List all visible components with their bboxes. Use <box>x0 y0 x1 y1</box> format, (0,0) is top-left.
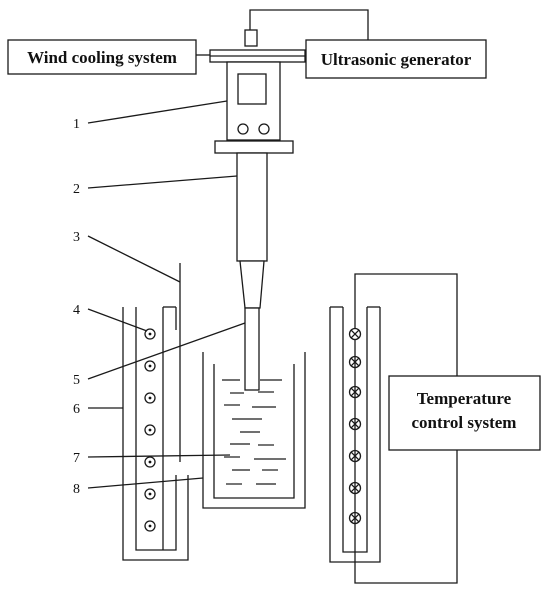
temperature-label-line2: control system <box>412 413 517 432</box>
horn-probe-tip <box>244 307 260 391</box>
dot-in-circle-icon <box>144 328 156 340</box>
dot-in-circle-icon <box>144 360 156 372</box>
transducer-knob-left <box>237 123 249 135</box>
transducer-window <box>237 73 267 105</box>
temperature-control-system-box: Temperature control system <box>388 375 541 451</box>
wind-cooling-system-box: Wind cooling system <box>7 39 212 75</box>
ultrasonic-generator-label: Ultrasonic generator <box>321 50 472 69</box>
temperature-control-wiring <box>354 273 458 584</box>
dot-in-circle-icon <box>144 456 156 468</box>
callout-6: 6 <box>73 402 80 417</box>
wind-cooling-label: Wind cooling system <box>27 48 177 67</box>
dot-in-circle-icon <box>144 488 156 500</box>
callout-5: 5 <box>73 373 80 388</box>
left-heating-elements <box>144 328 156 532</box>
callout-numbers: 1 2 3 4 5 6 7 8 <box>73 117 80 497</box>
callout-2: 2 <box>73 182 80 197</box>
ultrasonic-generator-box: Ultrasonic generator <box>305 39 487 79</box>
dot-in-circle-icon <box>144 520 156 532</box>
reaction-beaker <box>202 352 306 509</box>
ultrasonic-transducer <box>226 61 281 141</box>
dot-in-circle-icon <box>144 424 156 436</box>
callout-3: 3 <box>73 230 80 245</box>
temperature-label-line1: Temperature <box>417 389 512 408</box>
generator-cable <box>244 9 369 47</box>
x-in-circle-icon <box>348 327 362 341</box>
callout-leaders <box>87 100 246 489</box>
callout-1: 1 <box>73 117 80 132</box>
ultrasonic-horn <box>236 152 268 391</box>
transducer-knob-right <box>258 123 270 135</box>
horn-flange <box>214 140 294 154</box>
liquid-solution <box>222 379 286 485</box>
left-heating-jacket <box>122 306 189 561</box>
callout-8: 8 <box>73 482 80 497</box>
callout-7: 7 <box>73 451 80 466</box>
callout-4: 4 <box>73 303 80 318</box>
dot-in-circle-icon <box>144 392 156 404</box>
